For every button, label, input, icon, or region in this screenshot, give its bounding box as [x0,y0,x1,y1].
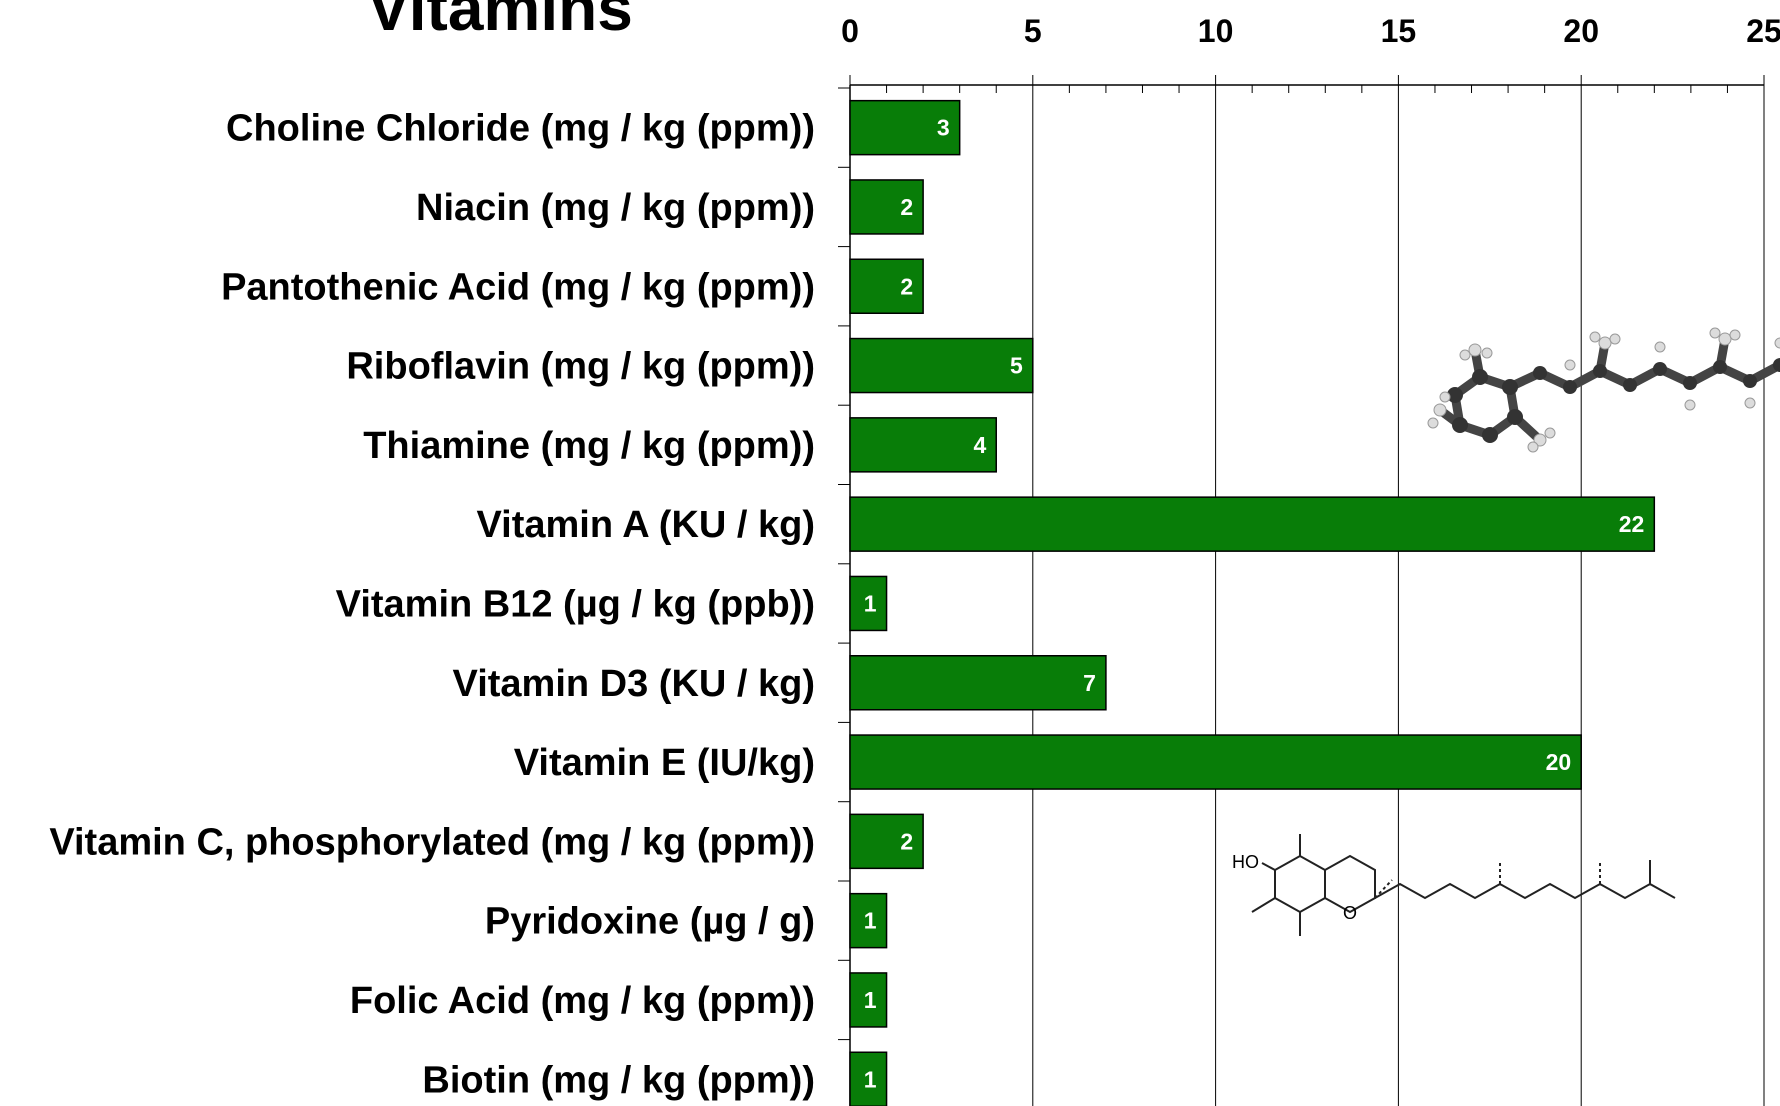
category-label: Pantothenic Acid (mg / kg (ppm)) [221,266,815,308]
bar-value-label: 2 [900,828,913,854]
bar [849,1051,888,1106]
bar [849,972,888,1028]
bar [849,258,924,314]
x-tick-label: 10 [1198,13,1234,49]
tocopherol-ho-label: HO [1232,852,1259,872]
category-label: Vitamin E (IU/kg) [514,742,815,784]
bar [849,496,1656,552]
bar [849,575,888,632]
category-label: Vitamin D3 (KU / kg) [453,663,815,705]
bar-value-label: 22 [1619,511,1645,537]
bar-value-label: 20 [1546,749,1572,775]
category-label: Folic Acid (mg / kg (ppm)) [350,980,815,1022]
bar [849,337,1034,394]
category-label: Vitamin A (KU / kg) [476,504,815,546]
bar [849,417,997,473]
bar-value-label: 2 [900,273,913,299]
x-tick-label: 20 [1563,13,1599,49]
bar [849,734,1582,790]
bar-value-label: 4 [973,432,986,458]
bar-value-label: 2 [900,194,913,220]
bar-value-label: 1 [864,1066,877,1092]
bar-value-label: 1 [864,908,877,934]
category-label: Biotin (mg / kg (ppm)) [422,1059,815,1101]
bar-value-label: 3 [937,115,950,141]
bar-value-label: 1 [864,590,877,616]
x-tick-label: 25 [1746,13,1780,49]
bar-value-label: 7 [1083,670,1096,696]
x-tick-label: 5 [1024,13,1042,49]
category-label: Niacin (mg / kg (ppm)) [416,187,815,229]
chart-title: Vitamins [367,0,633,44]
category-label: Vitamin B12 (µg / kg (ppb)) [336,583,815,625]
bar [849,99,961,156]
category-label: Pyridoxine (µg / g) [485,901,815,943]
category-label: Riboflavin (mg / kg (ppm)) [346,346,815,388]
x-tick-label: 0 [841,13,859,49]
bar-value-label: 5 [1010,353,1023,379]
grid-lines [849,85,1765,1106]
tocopherol-structure-icon: HO O [1232,834,1676,936]
bar [849,813,924,870]
bar [849,892,888,949]
category-label: Choline Chloride (mg / kg (ppm)) [226,108,815,150]
retinol-molecule-icon [1427,327,1780,453]
bar [849,179,924,235]
category-labels: Choline Chloride (mg / kg (ppm)) Niacin (… [49,108,815,1102]
bar [849,655,1107,711]
tocopherol-o-label: O [1343,903,1357,923]
category-label: Thiamine (mg / kg (ppm)) [363,425,815,467]
x-tick-label: 15 [1381,13,1417,49]
bar-value-label: 1 [864,987,877,1013]
category-label: Vitamin C, phosphorylated (mg / kg (ppm)… [49,821,815,863]
